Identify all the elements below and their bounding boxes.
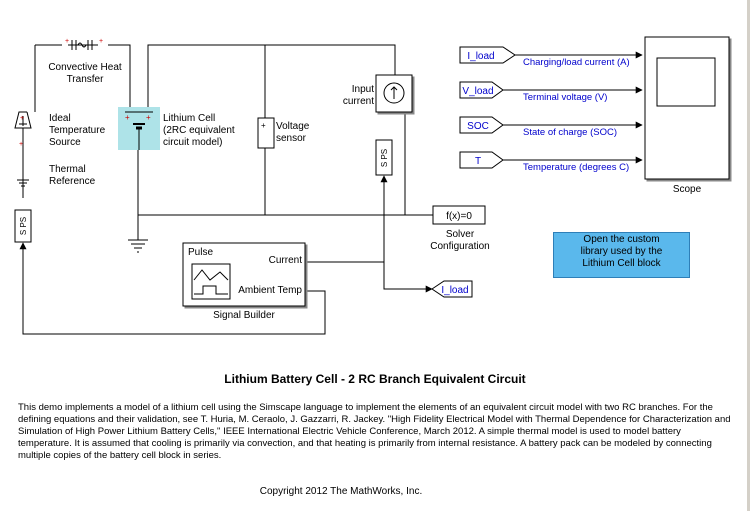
solver-label: Solver Configuration xyxy=(430,229,490,252)
tag-i-load-label: I_load xyxy=(467,51,494,62)
diagram-description: This demo implements a model of a lithiu… xyxy=(18,402,731,461)
physical-connections xyxy=(17,44,433,253)
svg-text:+: + xyxy=(261,121,266,130)
svg-text:+: + xyxy=(146,113,151,122)
ideal-temp-label: Ideal Temperature Source xyxy=(49,113,106,148)
goto-tags xyxy=(431,46,516,298)
from-tag-v-load[interactable] xyxy=(459,81,504,99)
voltage-sensor-label: Voltage sensor xyxy=(276,121,310,144)
convective-heat-transfer-block[interactable]: + + xyxy=(62,38,108,51)
pulse-label: Pulse xyxy=(188,247,214,258)
copyright-note: Copyright 2012 The MathWorks, Inc. xyxy=(259,486,423,497)
signal-builder-label: Signal Builder xyxy=(213,310,275,321)
sb-current-port: Current xyxy=(268,255,302,266)
sps-label-2: S PS xyxy=(19,217,28,235)
from-tag-i-load[interactable] xyxy=(459,46,516,64)
thermal-ref-label: Thermal Reference xyxy=(49,164,96,187)
convective-label: Convective Heat Transfer xyxy=(48,62,122,85)
sps-label-1: S PS xyxy=(380,149,389,167)
svg-text:+: + xyxy=(99,38,103,45)
open-library-button[interactable]: Open the custom library used by the Lith… xyxy=(553,232,690,278)
scope-label: Scope xyxy=(672,184,702,195)
lithium-cell-label: Lithium Cell (2RC equivalent circuit mod… xyxy=(163,113,235,148)
sps-converter-input[interactable]: S PS xyxy=(375,139,393,176)
svg-text:+: + xyxy=(65,38,69,45)
signal-soc-label: State of charge (SOC) xyxy=(523,127,617,138)
solver-fx: f(x)=0 xyxy=(446,211,472,222)
svg-text:+: + xyxy=(125,113,130,122)
window-edge xyxy=(747,0,750,511)
goto-tag-i-load[interactable] xyxy=(431,280,473,298)
tag-v-load-label: V_load xyxy=(462,86,493,97)
ideal-temperature-source-block[interactable]: + + xyxy=(14,111,32,150)
signal-connections xyxy=(19,51,643,335)
input-current-block[interactable] xyxy=(375,74,413,113)
sps-converter-temp[interactable]: S PS xyxy=(14,209,32,243)
signal-terminal-label: Terminal voltage (V) xyxy=(523,92,608,103)
signal-temp-label: Temperature (degrees C) xyxy=(523,162,630,173)
from-tag-soc[interactable] xyxy=(459,116,504,134)
scope-block[interactable] xyxy=(644,36,730,180)
from-tag-t[interactable] xyxy=(459,151,504,169)
sb-ambient-port: Ambient Temp xyxy=(238,285,302,296)
diagram-title: Lithium Battery Cell - 2 RC Branch Equiv… xyxy=(224,372,526,386)
tag-i-load-out-label: I_load xyxy=(441,285,468,296)
voltage-sensor-block[interactable]: + xyxy=(257,117,275,149)
svg-text:+: + xyxy=(20,115,24,122)
signal-builder-block[interactable] xyxy=(182,242,306,307)
input-current-label: Input current xyxy=(342,84,374,107)
tag-t-label: T xyxy=(475,156,481,167)
tag-soc-label: SOC xyxy=(467,121,489,132)
signal-charging-label: Charging/load current (A) xyxy=(523,57,630,68)
svg-text:+: + xyxy=(19,141,23,148)
lithium-cell-block[interactable]: + + xyxy=(118,107,160,150)
solver-configuration-block[interactable]: f(x)=0 xyxy=(432,205,486,225)
